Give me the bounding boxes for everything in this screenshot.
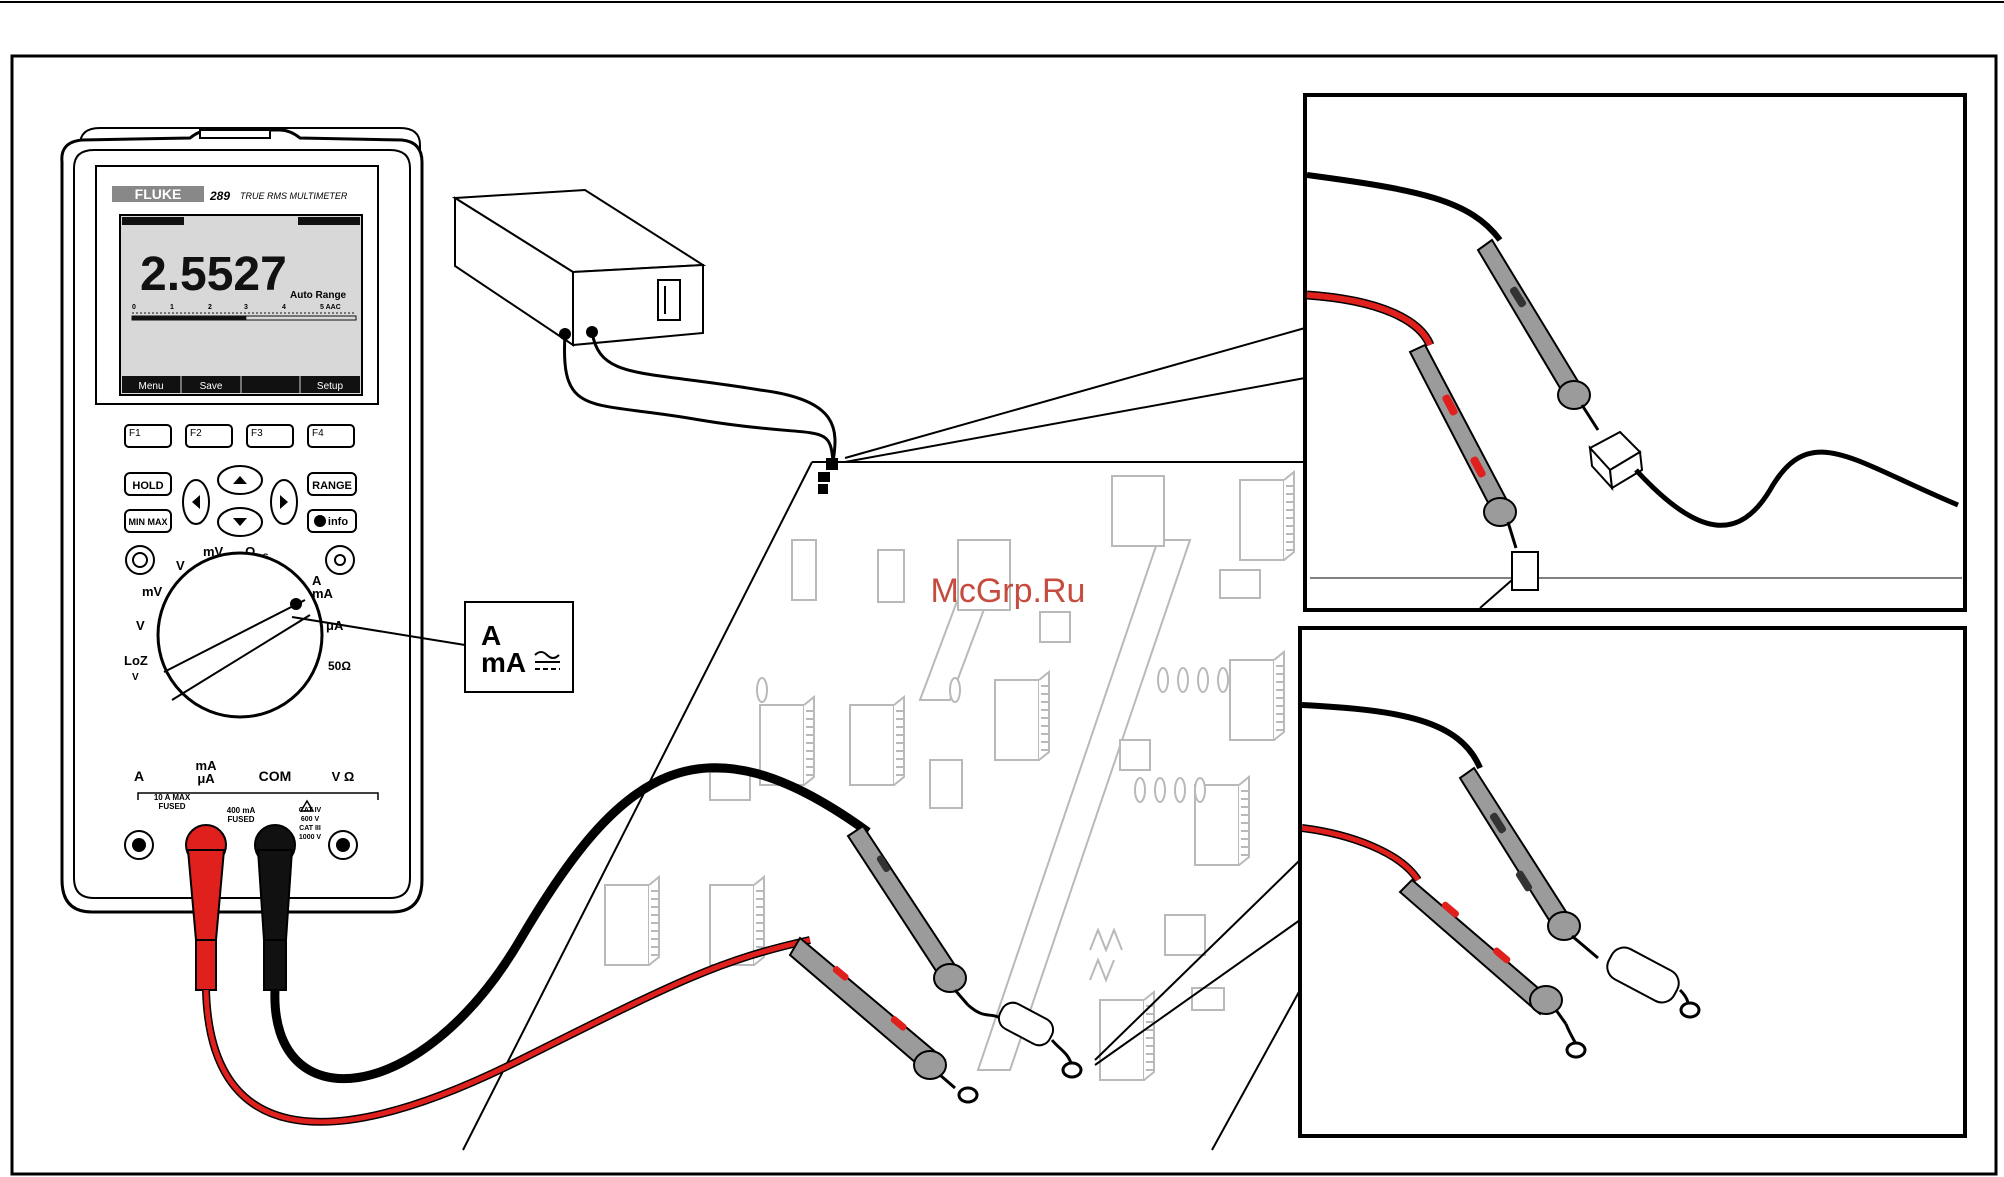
board-component — [1192, 988, 1224, 1010]
power-switch-icon — [658, 280, 680, 320]
supply-lead — [592, 332, 835, 462]
board-chip — [850, 697, 904, 785]
fuse-10a-label: 10 A MAX — [154, 793, 191, 802]
dial-label-vdc: V — [176, 558, 185, 573]
board-component — [1165, 915, 1205, 955]
range-label: RANGE — [312, 480, 352, 492]
dial-label-mvac: mV — [142, 584, 163, 599]
bargraph-fill — [132, 316, 246, 320]
zoom-line — [845, 328, 1305, 458]
red-plug-body — [188, 850, 224, 940]
model-number: 289 — [209, 189, 230, 203]
range-mode: Auto Range — [290, 290, 347, 301]
board-component — [1220, 570, 1260, 598]
red-probe-clip-icon — [959, 1088, 977, 1102]
board-component — [930, 760, 962, 808]
terminal-post-icon — [1512, 552, 1538, 590]
fuse-400ma-fused: FUSED — [227, 815, 254, 824]
board-chip — [605, 877, 659, 965]
status-bar-left — [122, 217, 184, 225]
dial-label-loz: LoZ — [124, 653, 148, 668]
scale-tick: 0 — [132, 304, 136, 311]
scale-tick: 2 — [208, 304, 212, 311]
dial-indicator-dot — [290, 598, 302, 610]
board-chip — [760, 697, 814, 785]
jack-label-a: A — [134, 768, 144, 784]
scale-tick: 3 — [244, 304, 248, 311]
hold-label: HOLD — [132, 480, 163, 492]
softkey-label-setup: Setup — [317, 381, 344, 392]
dial-label-vac: V — [136, 618, 145, 633]
circuit-board — [463, 462, 1310, 1150]
unit-indicator: 5 AAC — [320, 304, 341, 311]
board-component — [1040, 612, 1070, 642]
min-max-label: MIN MAX — [129, 517, 168, 527]
board-chip — [1230, 652, 1284, 740]
power-supply — [455, 190, 703, 345]
f3-label: F3 — [251, 428, 263, 439]
scale-tick: 1 — [170, 304, 174, 311]
board-chip — [1240, 472, 1294, 560]
f4-label: F4 — [312, 428, 324, 439]
dial-label-ma: mA — [312, 586, 334, 601]
black-plug-body — [258, 850, 292, 940]
primary-reading: 2.5527 — [140, 248, 287, 301]
callout-line2: mA — [481, 647, 526, 678]
info-label: info — [328, 516, 348, 528]
cat-iv-voltage: 600 V — [301, 816, 320, 823]
cat-iii-voltage: 1000 V — [299, 834, 322, 841]
board-component — [878, 550, 904, 602]
connector-icon — [818, 484, 828, 494]
softkey-label-save: Save — [200, 381, 223, 392]
backlight-button[interactable] — [326, 546, 354, 574]
cat-iii-label: CAT III — [299, 825, 321, 832]
f1-label: F1 — [129, 428, 141, 439]
inset-top — [1305, 95, 1965, 610]
dial-label-loz-v: V — [132, 672, 139, 683]
scale-tick: 4 — [282, 304, 286, 311]
board-component — [710, 772, 750, 800]
power-button[interactable] — [126, 546, 154, 574]
model-description: TRUE RMS MULTIMETER — [240, 191, 348, 201]
jack-label-com: COM — [259, 768, 292, 784]
board-component — [1112, 476, 1164, 546]
f2-label: F2 — [190, 428, 202, 439]
board-chip — [995, 672, 1049, 760]
fuse-10a-fused: FUSED — [158, 802, 185, 811]
inset-bottom — [1300, 628, 1965, 1136]
status-bar-right — [298, 217, 360, 225]
dial-label-50ohm: 50Ω — [328, 659, 351, 673]
cat-iv-label: CAT IV — [299, 807, 322, 814]
board-component — [1120, 740, 1150, 770]
connector-icon — [818, 472, 830, 482]
supply-lead — [564, 334, 833, 462]
jack-label-ua: μA — [197, 771, 215, 786]
fuse-400ma-label: 400 mA — [227, 806, 256, 815]
connector-icon — [826, 458, 838, 470]
jack-label-vohm: V Ω — [332, 769, 355, 784]
board-component — [792, 540, 816, 600]
watermark-text: McGrp.Ru — [931, 572, 1086, 610]
board-chip — [1100, 992, 1154, 1080]
zoom-line — [845, 378, 1305, 462]
softkey-label-menu: Menu — [138, 381, 163, 392]
brand-name: FLUKE — [135, 186, 182, 202]
info-icon — [314, 515, 326, 527]
